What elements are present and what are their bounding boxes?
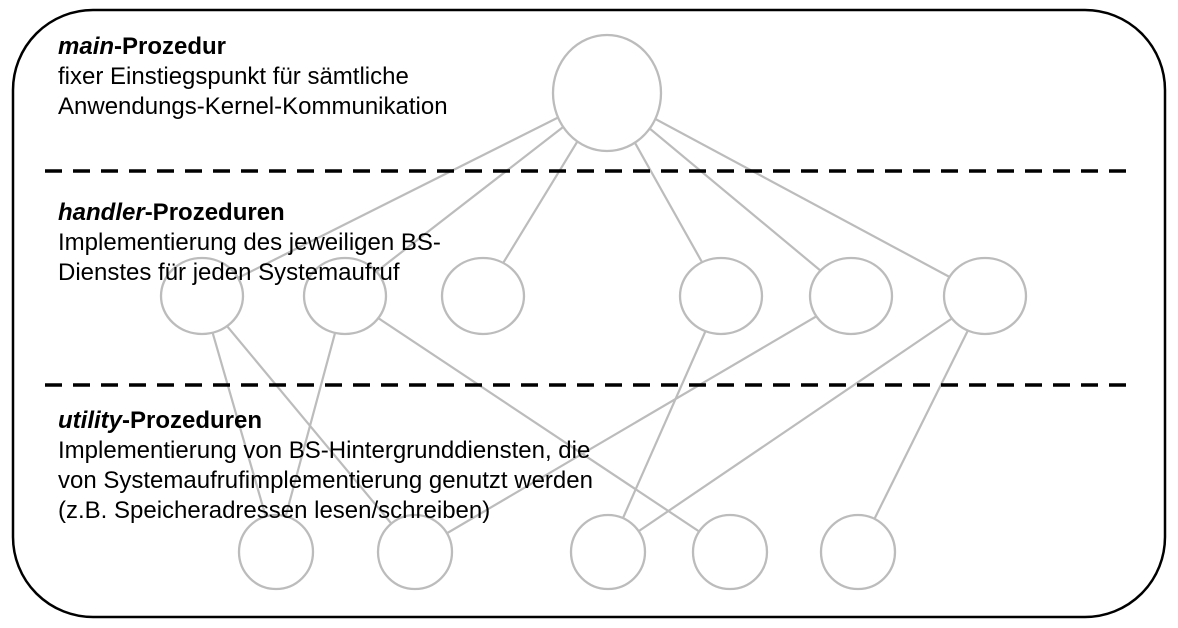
handler-layer-desc-line2: Dienstes für jeden Systemaufruf <box>58 259 400 286</box>
utility-layer-desc-line2: von Systemaufrufimplementierung genutzt … <box>58 467 593 494</box>
handler-layer-label: handler-Prozeduren Implementierung des j… <box>58 198 441 288</box>
handler-layer-desc-line1: Implementierung des jeweiligen BS- <box>58 229 441 256</box>
node-handler-procedure-h3 <box>440 256 526 336</box>
edge-h1-u2 <box>201 295 416 553</box>
utility-layer-title: utility-Prozeduren <box>58 406 593 436</box>
main-layer-title-emphasis: main <box>58 33 115 60</box>
edge-h1-u1 <box>200 295 278 553</box>
utility-layer-title-emphasis: utility <box>58 407 122 434</box>
node-utility-procedure-u2 <box>376 513 454 591</box>
utility-layer-desc-line1: Implementierung von BS-Hintergrunddienst… <box>58 437 591 464</box>
main-layer-desc-line2: Anwendungs-Kernel-Kommunikation <box>58 93 448 120</box>
node-handler-procedure-h4 <box>678 256 764 336</box>
edge-h4-u3 <box>606 295 723 553</box>
edge-h5-u2 <box>414 295 852 553</box>
utility-layer-desc-line3: (z.B. Speicheradressen lesen/schreiben) <box>58 497 491 524</box>
edge-h6-u5 <box>857 295 986 553</box>
main-layer-label: main-Prozedur fixer Einstiegspunkt für s… <box>58 32 448 122</box>
handler-layer-title-emphasis: handler <box>58 199 145 226</box>
handler-layer-title: handler-Prozeduren <box>58 198 441 228</box>
edge-main-h6 <box>606 92 986 297</box>
edge-h2-u1 <box>274 295 347 553</box>
utility-layer-label: utility-Prozeduren Implementierung von B… <box>58 406 593 526</box>
node-utility-procedure-u4 <box>691 513 769 591</box>
node-main-procedure-main <box>551 33 663 153</box>
edge-h2-u4 <box>344 295 731 553</box>
node-handler-procedure-h6 <box>942 256 1028 336</box>
node-handler-procedure-h2 <box>302 256 388 336</box>
edge-main-h1 <box>201 92 608 297</box>
utility-layer-title-rest: -Prozeduren <box>122 407 263 434</box>
main-layer-title-rest: -Prozedur <box>114 33 227 60</box>
node-utility-procedure-u1 <box>237 513 315 591</box>
node-utility-procedure-u5 <box>819 513 897 591</box>
node-utility-procedure-u3 <box>569 513 647 591</box>
node-handler-procedure-h5 <box>808 256 894 336</box>
diagram-border-frame <box>11 8 1167 619</box>
node-handler-procedure-h1 <box>159 256 245 336</box>
edge-h6-u3 <box>607 295 986 553</box>
main-layer-title: main-Prozedur <box>58 32 448 62</box>
main-layer-desc-line1: fixer Einstiegspunkt für sämtliche <box>58 63 409 90</box>
handler-layer-title-rest: -Prozeduren <box>144 199 285 226</box>
